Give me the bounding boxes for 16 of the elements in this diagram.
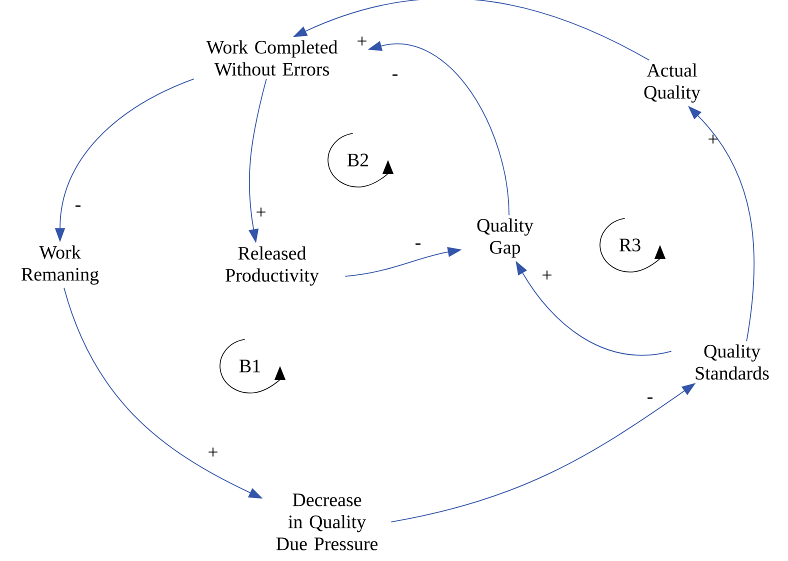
polarity-sign: -	[76, 205, 80, 207]
variable-label: Actual Quality	[644, 63, 700, 103]
variable-label: Work Completed Without Errors	[206, 40, 338, 76]
variable-label: Work Remaning	[22, 245, 99, 285]
polarity-sign: -	[392, 74, 398, 76]
variable-label: Quality Standards	[696, 344, 769, 380]
polarity-sign: +	[708, 134, 718, 144]
polarity-sign: -	[648, 397, 652, 399]
variable-label: Released Productivity	[226, 246, 319, 286]
variable-label: Quality Gap	[477, 218, 534, 258]
polarity-sign: +	[542, 270, 552, 280]
polarity-sign: -	[416, 243, 420, 245]
polarity-sign: +	[208, 448, 218, 456]
variable-label: Decrease in Quality Due Pressure	[276, 494, 378, 550]
polarity-sign: +	[358, 36, 366, 46]
polarity-sign: +	[256, 208, 266, 216]
